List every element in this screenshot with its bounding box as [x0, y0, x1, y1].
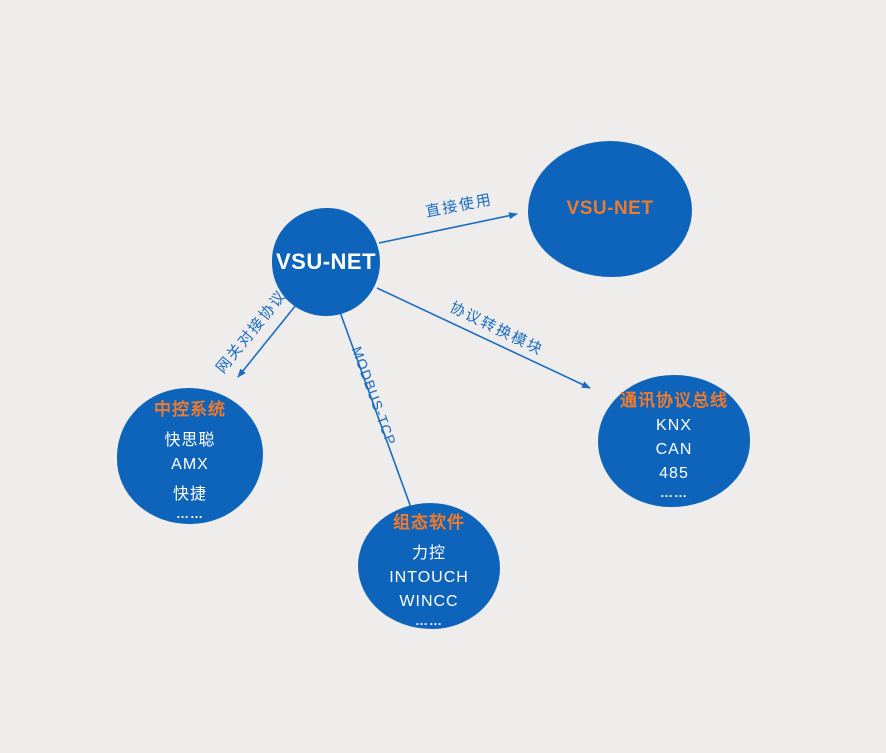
node-item: INTOUCH [389, 568, 469, 586]
node-item: WINCC [399, 592, 459, 610]
node-item: 快思聪 [164, 431, 216, 449]
node-vsu-net-direct: VSU-NET [528, 141, 692, 277]
node-item: 力控 [411, 544, 446, 562]
node-item: CAN [655, 440, 693, 458]
edge-label-direct-use: 直接使用 [424, 191, 495, 221]
node-vsu-net-central: VSU-NET [272, 208, 380, 316]
edge-label-gateway-protocol: 网关对接协议 [213, 286, 291, 377]
node-scada-software: 组态软件 力控 INTOUCH WINCC …… [358, 503, 500, 629]
node-item-ellipsis: …… [415, 612, 443, 628]
edge-label-modbus-tcp: MODBUS-TCP [348, 344, 400, 448]
node-item: 快捷 [172, 485, 207, 503]
node-central-control-system: 中控系统 快思聪 AMX 快捷 …… [117, 388, 263, 524]
node-item-ellipsis: …… [660, 484, 688, 500]
node-title: 组态软件 [393, 512, 465, 532]
node-protocol-bus: 通讯协议总线 KNX CAN 485 …… [598, 375, 750, 507]
node-item: 485 [659, 464, 689, 482]
node-item: AMX [171, 455, 209, 473]
node-title: VSU-NET [275, 249, 377, 274]
node-item-ellipsis: …… [176, 505, 204, 521]
node-title: VSU-NET [566, 198, 654, 219]
edge-protocol-module [376, 287, 591, 389]
node-title: 通讯协议总线 [620, 390, 728, 410]
edge-direct-use [378, 212, 518, 244]
edge-label-protocol-module: 协议转换模块 [446, 298, 547, 359]
node-title: 中控系统 [154, 399, 226, 419]
node-item: KNX [656, 416, 692, 434]
